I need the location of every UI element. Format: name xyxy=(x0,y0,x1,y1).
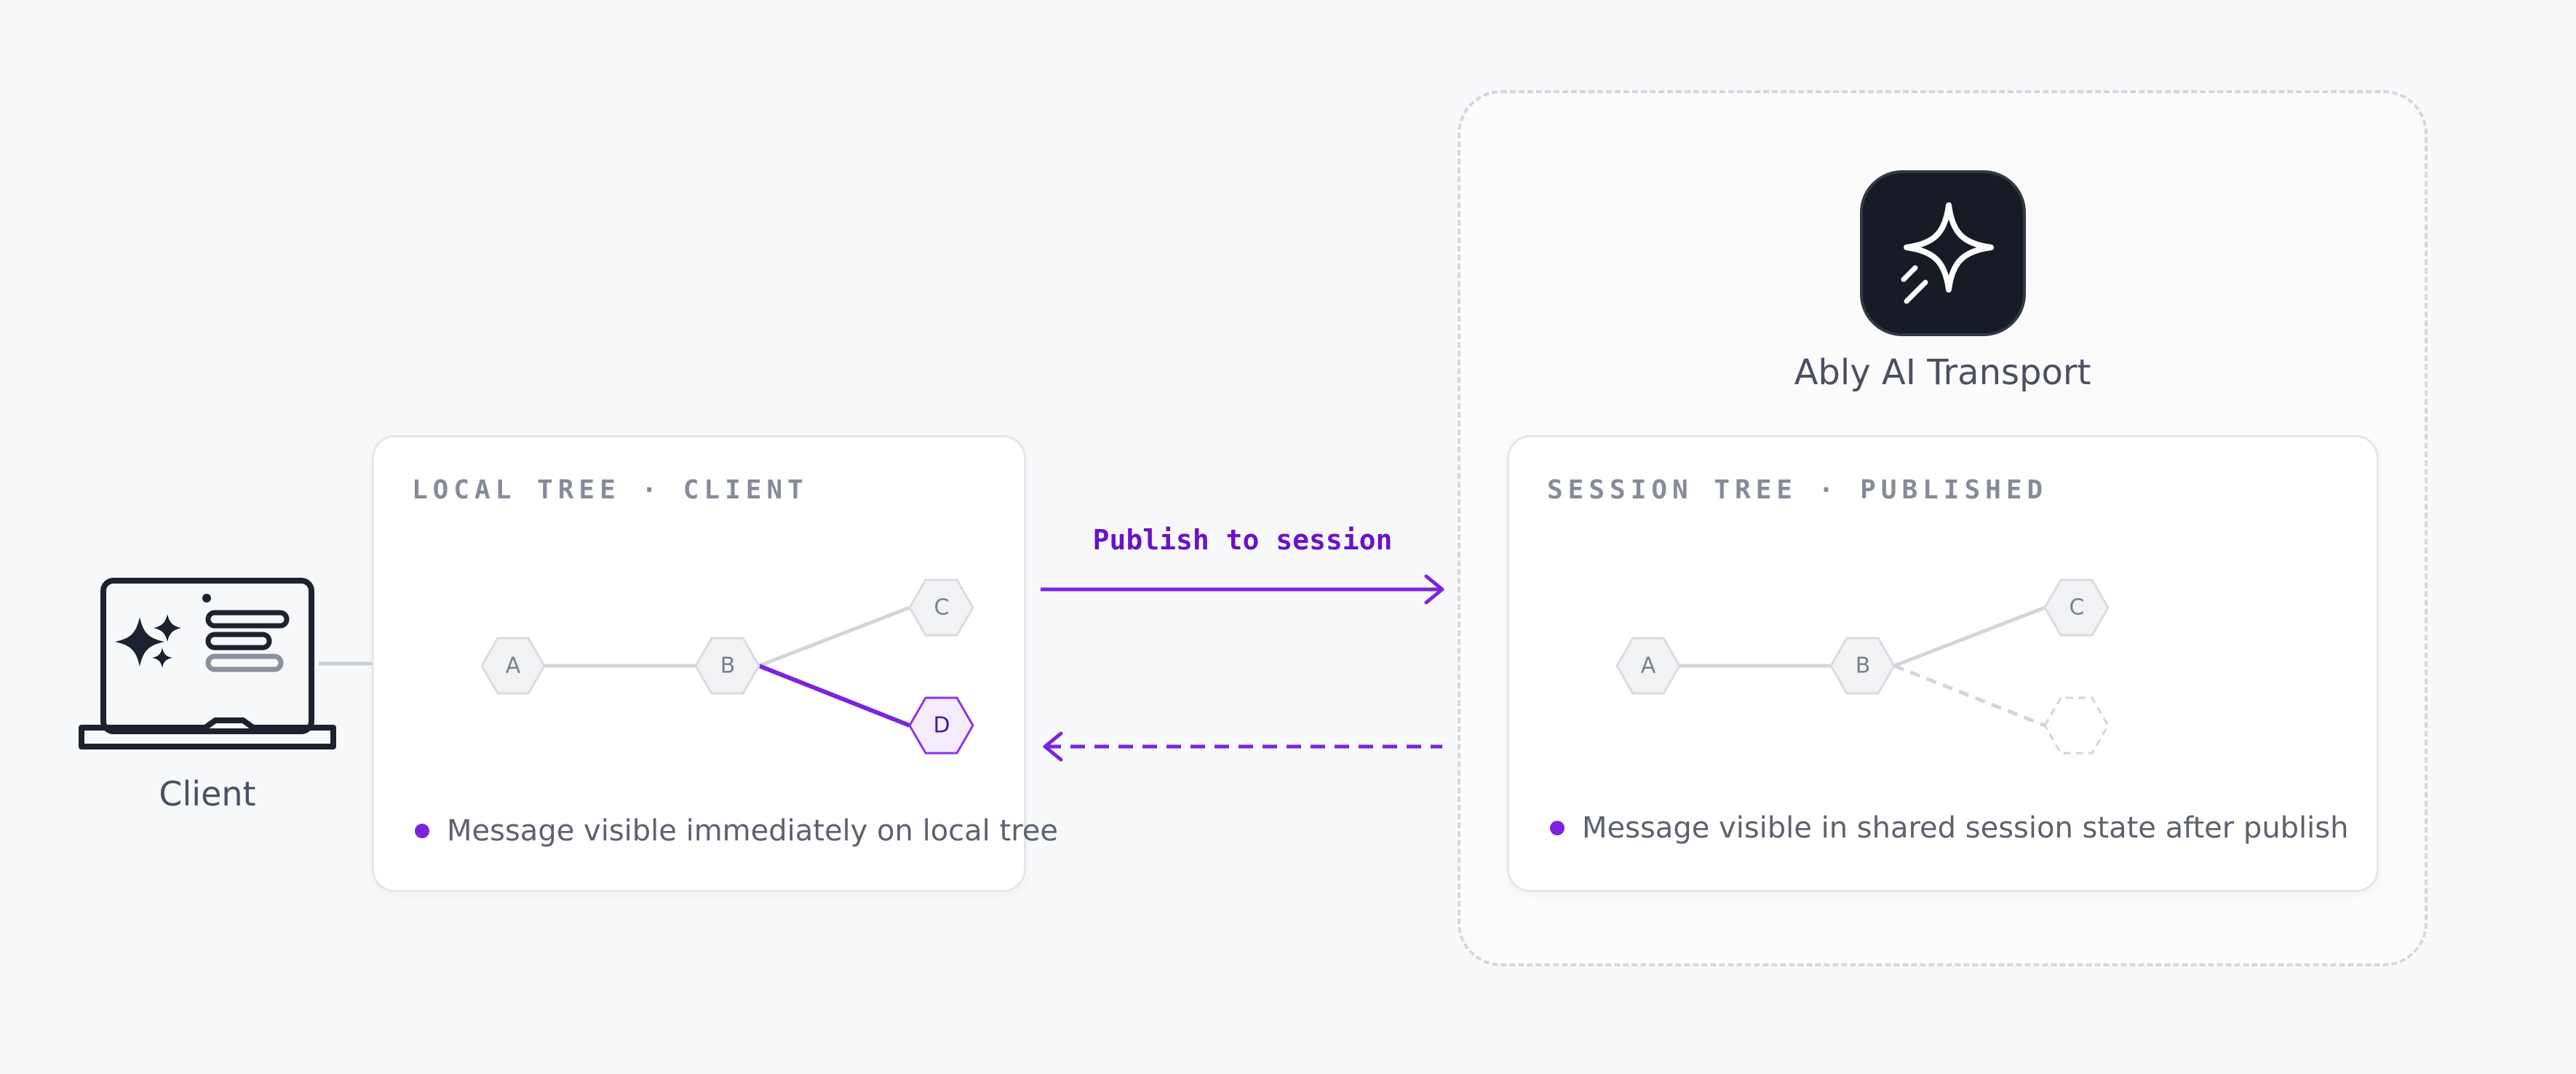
session-node-b: B xyxy=(1829,637,1896,695)
sparkle-icon xyxy=(1901,202,1994,304)
local-node-b: B xyxy=(694,637,760,695)
local-tree-legend-text: Message visible immediately on local tre… xyxy=(447,814,1058,848)
legend-dot xyxy=(1550,821,1565,835)
local-tree-legend: Message visible immediately on local tre… xyxy=(415,814,1058,848)
local-tree-card: LOCAL TREE · CLIENT A B C D xyxy=(372,435,1058,892)
local-edge-b-c xyxy=(758,605,910,668)
publish-label: Publish to session xyxy=(1092,524,1393,556)
session-node-a: A xyxy=(1615,637,1681,695)
local-node-d-label: D xyxy=(933,713,950,739)
local-node-b-label: B xyxy=(720,653,736,679)
local-node-a: A xyxy=(480,637,546,695)
service-label: Ably AI Transport xyxy=(1794,352,2091,393)
publish-arrow xyxy=(1041,574,1444,605)
ably-ai-transport-logo xyxy=(1860,170,2026,336)
session-tree-legend-text: Message visible in shared session state … xyxy=(1582,811,2349,845)
session-tree-graph: A B C xyxy=(1615,578,2110,755)
legend-dot xyxy=(415,824,429,838)
session-node-a-label: A xyxy=(1641,653,1656,679)
local-node-c: C xyxy=(908,578,974,637)
session-node-pending xyxy=(2043,696,2110,755)
local-node-c-label: C xyxy=(934,595,950,621)
laptop-sparkle-icon xyxy=(79,578,336,749)
session-edge-b-pending xyxy=(1893,664,2046,728)
session-tree-title: SESSION TREE · PUBLISHED xyxy=(1547,475,2048,505)
local-edge-b-d xyxy=(758,664,911,728)
session-node-c-label: C xyxy=(2070,595,2085,621)
session-tree-card: SESSION TREE · PUBLISHED A B C Mess xyxy=(1507,435,2379,892)
session-edge-b-c xyxy=(1893,605,2046,668)
client-label: Client xyxy=(159,774,256,814)
session-node-c: C xyxy=(2043,578,2110,637)
local-node-a-label: A xyxy=(506,653,521,679)
local-node-d: D xyxy=(908,696,974,755)
session-tree-legend: Message visible in shared session state … xyxy=(1550,811,2348,845)
local-tree-title: LOCAL TREE · CLIENT xyxy=(412,475,808,505)
local-tree-graph: A B C D xyxy=(480,578,974,755)
return-arrow xyxy=(1043,731,1442,762)
session-node-b-label: B xyxy=(1856,653,1871,679)
flow-arrows xyxy=(1041,574,1444,762)
